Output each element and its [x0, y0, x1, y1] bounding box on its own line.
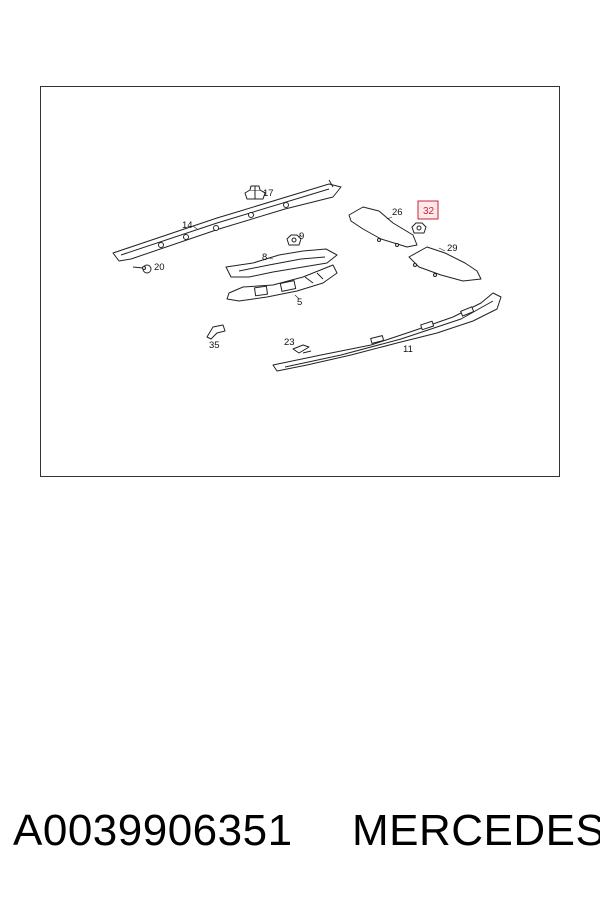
exploded-parts-diagram: 17 14 9 8 20 5 35 23 11 26 29 32 — [112, 179, 502, 372]
part-14-rail — [112, 179, 342, 262]
part-8-cover — [225, 248, 338, 278]
callout-26: 26 — [392, 207, 403, 218]
leader-lines — [192, 190, 446, 300]
callout-32-highlight-box — [417, 200, 439, 220]
brand-name: MERCEDES — [352, 806, 600, 855]
part-29-panel — [408, 246, 482, 282]
part-26-panel — [348, 206, 418, 248]
callout-8: 8 — [262, 252, 267, 263]
part-9-nut — [286, 234, 302, 246]
part-32-nut — [411, 222, 427, 234]
callout-5: 5 — [297, 297, 302, 308]
part-23-clip — [292, 344, 312, 354]
callout-17: 17 — [263, 188, 274, 199]
part-35-clip — [206, 324, 226, 340]
callout-20: 20 — [154, 262, 165, 273]
callout-32: 32 — [423, 206, 435, 217]
part-20-bolt — [132, 264, 152, 274]
callout-35: 35 — [209, 340, 220, 351]
callout-9: 9 — [299, 231, 304, 242]
callout-14: 14 — [182, 220, 193, 231]
part-11-rail — [272, 292, 502, 372]
callout-23: 23 — [284, 337, 295, 348]
callout-11: 11 — [403, 344, 413, 355]
diagram-frame: 17 14 9 8 20 5 35 23 11 26 29 32 — [40, 86, 560, 477]
part-5-bracket — [226, 264, 338, 302]
part-number: A0039906351 — [13, 806, 293, 855]
part-17-clip — [244, 185, 266, 200]
callout-29: 29 — [447, 243, 458, 254]
